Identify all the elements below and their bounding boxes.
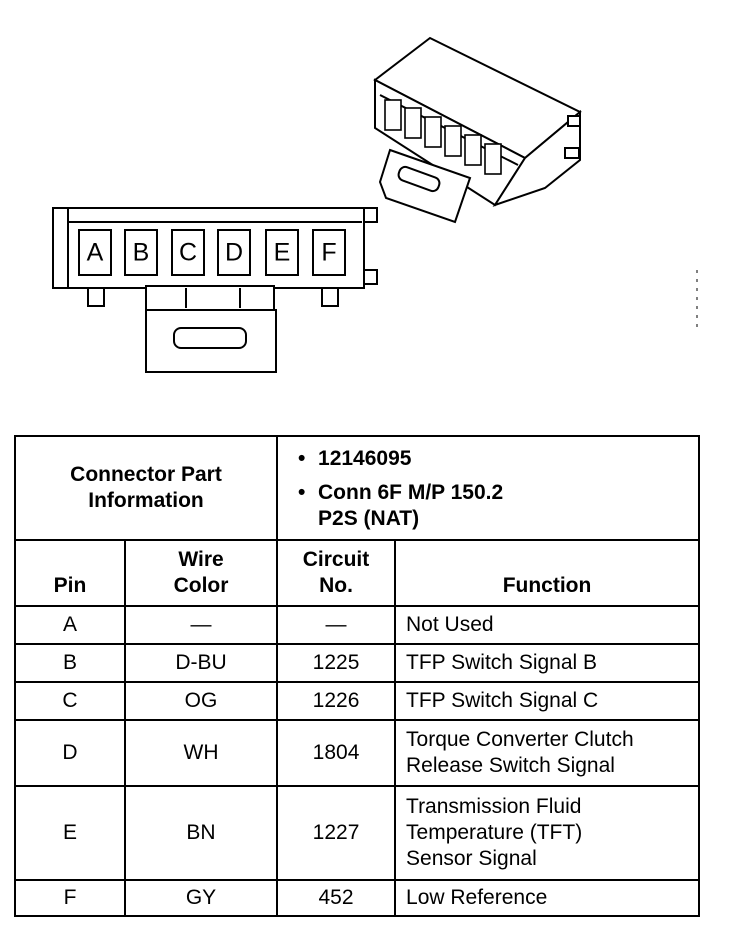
header-circuit-no: Circuit No. bbox=[276, 539, 397, 607]
table-row: A — — Not Used bbox=[14, 605, 701, 645]
pin-label-e: E bbox=[274, 239, 291, 267]
circuit-cell: 1227 bbox=[276, 785, 397, 881]
connector-part-info-label: Connector Part Information bbox=[13, 435, 279, 541]
pin-cell: E bbox=[14, 785, 126, 881]
header-wire-color: Wire Color bbox=[123, 539, 279, 607]
circuit-cell: 1225 bbox=[276, 643, 397, 683]
table-row: E BN 1227 Transmission Fluid Temperature… bbox=[14, 785, 701, 881]
wire-color-cell: WH bbox=[123, 719, 279, 787]
header-function: Function bbox=[394, 539, 701, 607]
circuit-cell: 1226 bbox=[276, 681, 397, 721]
table-row: B D-BU 1225 TFP Switch Signal B bbox=[14, 643, 701, 683]
function-cell: TFP Switch Signal C bbox=[394, 681, 701, 721]
connector-description: •Conn 6F M/P 150.2 bbox=[298, 481, 504, 504]
function-cell: TFP Switch Signal B bbox=[394, 643, 701, 683]
pin-cell: D bbox=[14, 719, 126, 787]
circuit-cell: 1804 bbox=[276, 719, 397, 787]
part-info-row: Connector Part Information •12146095 •Co… bbox=[13, 435, 701, 541]
circuit-cell: — bbox=[276, 605, 397, 645]
pin-cell: A bbox=[14, 605, 126, 645]
pin-label-b: B bbox=[133, 239, 150, 267]
wire-color-cell: OG bbox=[123, 681, 279, 721]
wire-color-cell: D-BU bbox=[123, 643, 279, 683]
function-cell: Transmission Fluid Temperature (TFT) Sen… bbox=[394, 785, 701, 881]
column-header-row: Pin Wire Color Circuit No. Function bbox=[14, 539, 701, 607]
pin-cells bbox=[78, 229, 346, 276]
pin-cell: C bbox=[14, 681, 126, 721]
pin-label-a: A bbox=[87, 239, 104, 267]
table-row: D WH 1804 Torque Converter Clutch Releas… bbox=[14, 719, 701, 787]
connector-description-2: P2S (NAT) bbox=[318, 507, 420, 530]
header-pin: Pin bbox=[14, 539, 126, 607]
pin-cell: F bbox=[14, 879, 126, 917]
wire-color-cell: BN bbox=[123, 785, 279, 881]
wire-color-cell: — bbox=[123, 605, 279, 645]
circuit-cell: 452 bbox=[276, 879, 397, 917]
connector-info-table: Connector Part Information •12146095 •Co… bbox=[13, 435, 701, 917]
wire-color-cell: GY bbox=[123, 879, 279, 917]
function-cell: Low Reference bbox=[394, 879, 701, 917]
table-row: F GY 452 Low Reference bbox=[14, 879, 701, 917]
pin-cell: B bbox=[14, 643, 126, 683]
table-row: C OG 1226 TFP Switch Signal C bbox=[14, 681, 701, 721]
pin-label-c: C bbox=[179, 239, 197, 267]
pin-label-d: D bbox=[225, 239, 243, 267]
connector-diagram: A B C D E F bbox=[52, 36, 698, 373]
pin-label-f: F bbox=[321, 239, 336, 267]
function-cell: Not Used bbox=[394, 605, 701, 645]
function-cell: Torque Converter Clutch Release Switch S… bbox=[394, 719, 701, 787]
part-info-cell: •12146095 •Conn 6F M/P 150.2 P2S (NAT) bbox=[276, 435, 701, 541]
part-number: •12146095 bbox=[298, 447, 412, 470]
connector-3d-view bbox=[373, 36, 582, 224]
